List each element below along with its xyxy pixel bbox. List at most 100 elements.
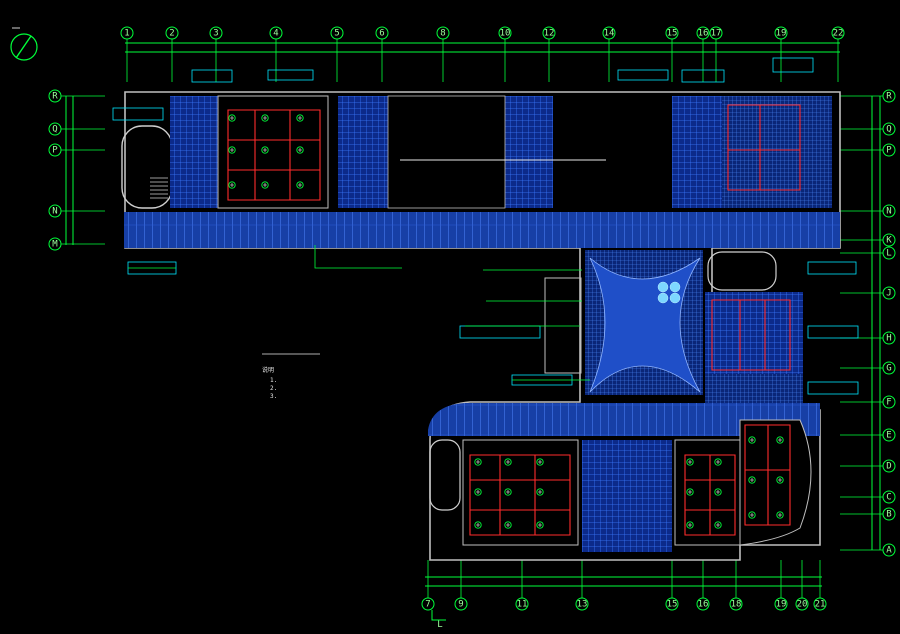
axis-left-N-label: N [52, 207, 57, 217]
axis-right-P-label: P [886, 146, 892, 156]
axis-right-R-label: R [886, 92, 892, 102]
axis-right-R: R [882, 89, 896, 103]
left-atrium-room [544, 277, 582, 374]
axis-bottom-13-label: 13 [577, 600, 588, 610]
axis-right-K-label: K [886, 236, 892, 246]
light-fixture-icon [261, 114, 269, 122]
axis-bottom-16: 16 [696, 597, 710, 611]
axis-top-10-label: 10 [500, 29, 511, 39]
axis-bottom-16-label: 16 [698, 600, 709, 610]
light-fixture-icon [504, 458, 512, 466]
axis-left-R: R [48, 89, 62, 103]
axis-right-F: F [882, 395, 896, 409]
axis-right-P: P [882, 143, 896, 157]
axis-top-12-label: 12 [544, 29, 555, 39]
axis-bottom-18-label: 18 [731, 600, 742, 610]
bottom-dimension-lines [425, 576, 822, 587]
axis-right-F-label: F [886, 398, 891, 408]
axis-left-M: M [48, 237, 62, 251]
fan-symbol-icon [657, 281, 681, 304]
axis-bottom-18: 18 [729, 597, 743, 611]
axis-left-P-label: P [52, 146, 58, 156]
light-fixture-icon [296, 114, 304, 122]
axis-top-19: 19 [774, 26, 788, 40]
light-fixture-icon [474, 488, 482, 496]
axis-top-3-label: 3 [213, 29, 218, 39]
axis-bottom-13: 13 [575, 597, 589, 611]
axis-right-E: E [882, 428, 896, 442]
light-fixture-icon [474, 458, 482, 466]
bottom-marker-label: L [437, 620, 442, 630]
axis-bottom-21: 21 [813, 597, 827, 611]
axis-right-L-label: L [886, 249, 891, 259]
axis-bottom-19: 19 [774, 597, 788, 611]
axis-top-1-label: 1 [124, 29, 129, 39]
axis-right-J-label: J [886, 289, 891, 299]
north-arrow-icon [10, 27, 38, 61]
circuit-path-5 [711, 299, 791, 371]
axis-top-2-label: 2 [169, 29, 174, 39]
axis-bottom-11: 11 [515, 597, 529, 611]
light-fixture-icon [748, 511, 756, 519]
axis-bottom-9-label: 9 [458, 600, 463, 610]
axis-grid-lines [60, 38, 884, 600]
axis-top-2: 2 [165, 26, 179, 40]
light-fixture-icon [504, 521, 512, 529]
ceiling-room-j [582, 440, 672, 552]
axis-right-H: H [882, 331, 896, 345]
room-i-outline [462, 439, 579, 546]
axis-right-L: L [882, 246, 896, 260]
axis-left-Q: Q [48, 122, 62, 136]
top-dimension-lines [125, 42, 840, 53]
axis-top-10: 10 [498, 26, 512, 40]
room-l-outline [739, 419, 812, 546]
note-line-3: 3. [270, 393, 277, 400]
axis-right-G: G [882, 361, 896, 375]
axis-bottom-20: 20 [795, 597, 809, 611]
axis-bottom-21-label: 21 [815, 600, 826, 610]
ceiling-room-e [672, 96, 722, 208]
axis-top-15-label: 15 [667, 29, 678, 39]
axis-left-M-label: M [52, 240, 58, 250]
axis-right-C: C [882, 490, 896, 504]
axis-right-D: D [882, 459, 896, 473]
light-fixture-icon [686, 458, 694, 466]
light-fixture-icon [776, 476, 784, 484]
circuit-path-2 [684, 454, 736, 536]
axis-bottom-19-label: 19 [776, 600, 787, 610]
light-fixture-icon [261, 146, 269, 154]
light-fixture-icon [714, 488, 722, 496]
axis-right-K: K [882, 233, 896, 247]
axis-right-A: A [882, 543, 896, 557]
axis-top-17-label: 17 [711, 29, 722, 39]
axis-right-N: N [882, 204, 896, 218]
axis-right-Q: Q [882, 122, 896, 136]
axis-top-14: 14 [602, 26, 616, 40]
light-fixture-icon [296, 146, 304, 154]
design-notes: 说明 1. 2. 3. [262, 353, 320, 400]
circuit-path-4 [727, 104, 801, 191]
light-fixture-icon [296, 181, 304, 189]
axis-right-H-label: H [886, 334, 891, 344]
axis-bottom-9: 9 [454, 597, 468, 611]
axis-right-B: B [882, 507, 896, 521]
light-fixtures [228, 114, 784, 529]
left-stair-room [121, 125, 173, 209]
circuit-path-3 [744, 424, 791, 526]
light-fixture-icon [228, 114, 236, 122]
axis-top-15: 15 [665, 26, 679, 40]
axis-top-17: 17 [709, 26, 723, 40]
left-dimension-lines [65, 96, 74, 245]
note-line-2: 2. [270, 385, 277, 392]
axis-top-19-label: 19 [776, 29, 787, 39]
axis-top-12: 12 [542, 26, 556, 40]
ceiling-room-h [705, 374, 803, 406]
bottom-marker: L [431, 610, 446, 630]
ceiling-room-g [705, 292, 803, 374]
axis-bottom-7: 7 [421, 597, 435, 611]
ceiling-room-c [338, 96, 388, 208]
axis-top-16-label: 16 [698, 29, 709, 39]
circuit-path-0 [227, 109, 321, 201]
